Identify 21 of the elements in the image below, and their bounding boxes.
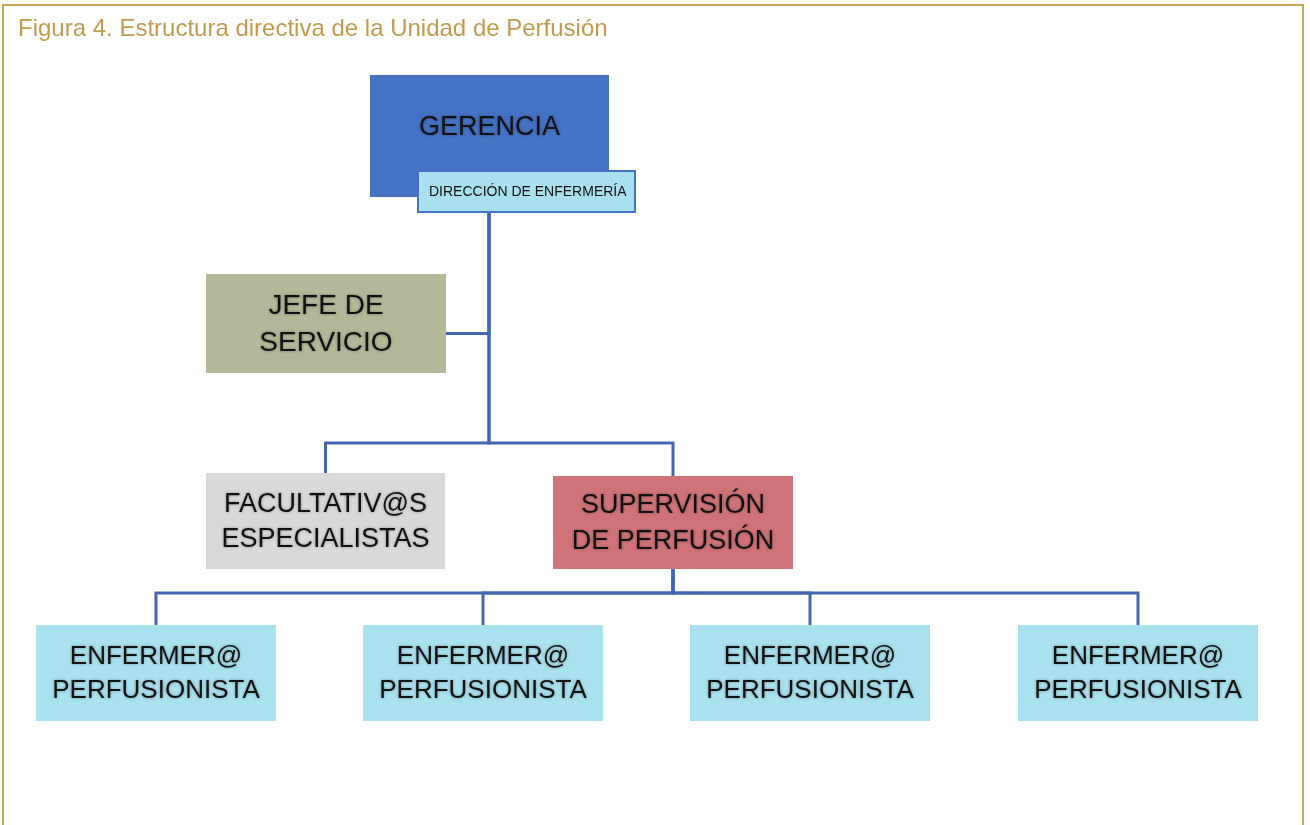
node-label: ENFERMER@ PERFUSIONISTA [1033,639,1243,706]
department-head-box [206,274,446,373]
nurse-box [36,625,276,721]
node-label: ENFERMER@ PERFUSIONISTA [51,639,261,706]
node-label: SUPERVISIÓN DE PERFUSIÓN [570,487,776,557]
node-label: FACULTATIV@S ESPECIALISTAS [220,486,431,555]
specialists-box [206,473,445,569]
nurse-box [1018,625,1258,721]
connector-line [671,569,1140,625]
nursing-direction-box [417,170,636,213]
node-label: DIRECCIÓN DE ENFERMERÍA [429,182,627,201]
node-label: ENFERMER@ PERFUSIONISTA [378,639,588,706]
supervision-box [553,476,793,569]
node-label: GERENCIA [419,109,560,143]
connector-line [487,213,675,476]
nurse-box [363,625,603,721]
management-box [370,75,609,170]
node-label: JEFE DE SERVICIO [258,288,394,359]
nurse-box [690,625,930,721]
node-label: ENFERMER@ PERFUSIONISTA [705,639,915,706]
figure-title: Figura 4. Estructura directiva de la Unidad de Perfusión [18,14,608,42]
